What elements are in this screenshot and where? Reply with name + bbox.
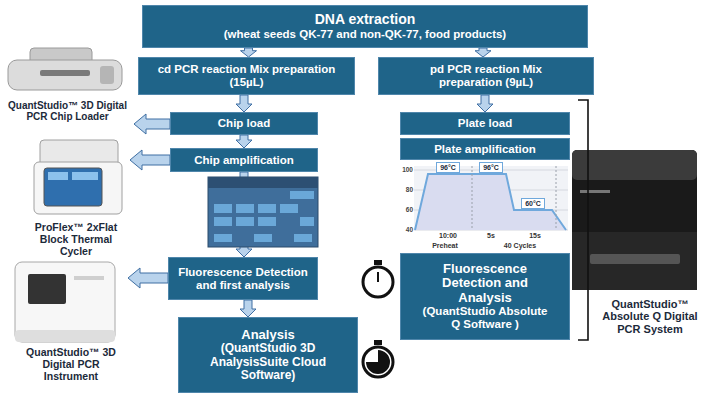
instrument-screen	[28, 274, 66, 304]
temperature-tag: 60°C	[521, 198, 545, 209]
chart-label: 40 Cycles	[490, 242, 550, 250]
screenshot-tile	[300, 217, 314, 226]
instrument-label: ProFlex™ 2xFlat Block Thermal Cycler	[32, 222, 120, 257]
block-arrow	[477, 95, 493, 112]
screenshot-tile	[236, 217, 254, 226]
device-logo-mark	[580, 190, 610, 193]
screenshot-tile	[254, 234, 272, 242]
screenshot-tile	[294, 234, 312, 242]
screenshot-tile	[214, 234, 232, 242]
temperature-tag: 96°C	[479, 162, 503, 173]
block-arrow	[130, 150, 170, 170]
stopwatch-icon	[363, 267, 393, 297]
device-drawer	[590, 254, 680, 264]
instrument-label: QuantStudio™ 3D Digital PCR Chip Loader	[0, 100, 135, 122]
instrument-base	[15, 330, 115, 342]
profile-area	[415, 174, 566, 230]
instrument-label: QuantStudio™ Absolute Q Digital PCR Syst…	[590, 298, 710, 335]
chart-label: 15s	[518, 232, 552, 240]
block-arrow	[236, 95, 252, 112]
device-top	[572, 150, 697, 180]
process-box: cd PCR reaction Mix preparation (15µL)	[138, 57, 355, 95]
box-heading: Fluorescence Detection and Analysis	[419, 262, 551, 306]
box-subtext: (wheat seeds QK-77 and non-QK-77, food p…	[224, 28, 506, 41]
chart-label: 40	[398, 226, 413, 233]
box-heading: Plate load	[458, 117, 512, 130]
screenshot-tile	[258, 204, 276, 213]
block-arrow	[134, 114, 170, 134]
chart-label: 80	[398, 186, 413, 193]
device-part	[100, 66, 114, 84]
screen-tile	[72, 172, 98, 180]
process-box: Fluorescence Detection and first analysi…	[168, 257, 318, 300]
screen-tile	[48, 172, 68, 180]
pcr-instrument-device	[15, 262, 115, 342]
process-box: DNA extraction(wheat seeds QK-77 and non…	[142, 5, 588, 48]
stage-divider	[556, 166, 557, 230]
box-heading: Analysis	[241, 328, 294, 343]
process-box: Chip load	[170, 112, 318, 135]
box-subtext: (QuantStudio Absolute Q Software )	[419, 305, 551, 331]
box-heading: pd PCR reaction Mix preparation (9µL)	[397, 63, 575, 89]
box-heading: DNA extraction	[315, 12, 416, 28]
screenshot-tile	[236, 204, 254, 213]
process-box: Analysis(QuantStudio 3D AnalysisSuite Cl…	[178, 317, 358, 393]
chart-area	[400, 160, 570, 252]
process-box: pd PCR reaction Mix preparation (9µL)	[378, 57, 594, 95]
block-arrow	[241, 48, 257, 57]
absolute-q-device	[572, 150, 697, 290]
instrument-slot	[74, 276, 104, 280]
screenshot-tile	[258, 217, 276, 226]
screenshot-tile	[290, 191, 314, 199]
block-arrow	[128, 268, 168, 288]
box-heading: cd PCR reaction Mix preparation (15µL)	[153, 63, 340, 89]
bracket	[578, 100, 588, 340]
box-subtext: (QuantStudio 3D AnalysisSuite Cloud Soft…	[203, 342, 333, 382]
device-front	[572, 232, 697, 290]
stopwatch-hand	[377, 272, 379, 282]
cycler-screen	[44, 168, 102, 206]
box-heading: Plate amplification	[434, 143, 536, 156]
block-arrow	[236, 135, 252, 148]
instrument-label: QuantStudio™ 3D Digital PCR Instrument	[25, 347, 117, 382]
chart-label: 5s	[476, 232, 506, 240]
block-arrow	[240, 300, 256, 317]
screenshot-tile	[214, 217, 232, 226]
process-box: Plate amplification	[400, 138, 570, 160]
process-box: Plate load	[400, 112, 570, 135]
stopwatch-crown	[374, 340, 382, 345]
temperature-profile	[415, 174, 566, 230]
device-slot	[40, 70, 90, 76]
cycler-screenshot	[208, 177, 318, 247]
block-arrow	[475, 48, 491, 57]
box-heading: Fluorescence Detection and first analysi…	[177, 266, 309, 292]
chart-label: 60	[398, 206, 413, 213]
stopwatch-icon	[363, 347, 393, 377]
chart-label: 10:00	[428, 232, 468, 240]
screenshot-tile	[280, 204, 298, 213]
process-box: Chip amplification	[170, 148, 318, 172]
plot-background	[414, 166, 568, 230]
screenshot-header	[208, 177, 318, 188]
process-box: Fluorescence Detection and Analysis(Quan…	[400, 253, 570, 340]
chart-label: Preheat	[420, 242, 470, 250]
chip-loader-device	[8, 60, 122, 90]
stopwatch-crown	[374, 260, 382, 265]
stage-divider	[472, 166, 473, 230]
screenshot-tile	[214, 204, 232, 213]
chart-label: 100	[398, 166, 413, 173]
box-heading: Chip load	[218, 117, 270, 130]
temperature-tag: 96°C	[436, 162, 460, 173]
stopwatch-fill	[366, 350, 390, 374]
box-heading: Chip amplification	[194, 154, 294, 167]
thermal-cycler-device	[34, 162, 122, 214]
